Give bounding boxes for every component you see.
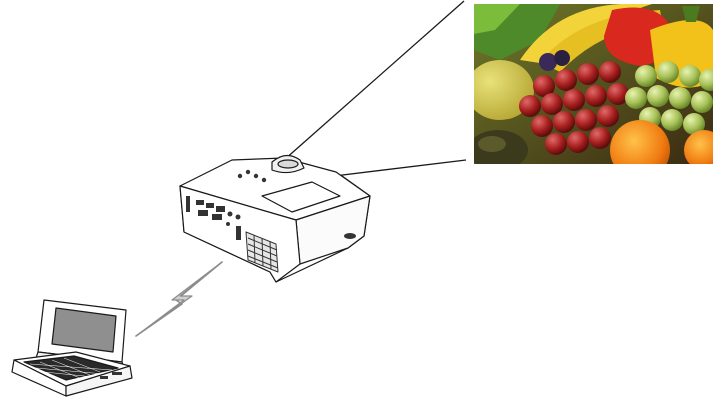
laptop-icon: [12, 300, 132, 396]
projector-icon: [180, 155, 370, 282]
beam-upper-line: [284, 1, 464, 160]
projection-beam: [284, 1, 466, 178]
projected-image: [466, 4, 713, 180]
laptop-screen: [52, 308, 116, 352]
lightning-bolt-icon: [136, 262, 222, 336]
